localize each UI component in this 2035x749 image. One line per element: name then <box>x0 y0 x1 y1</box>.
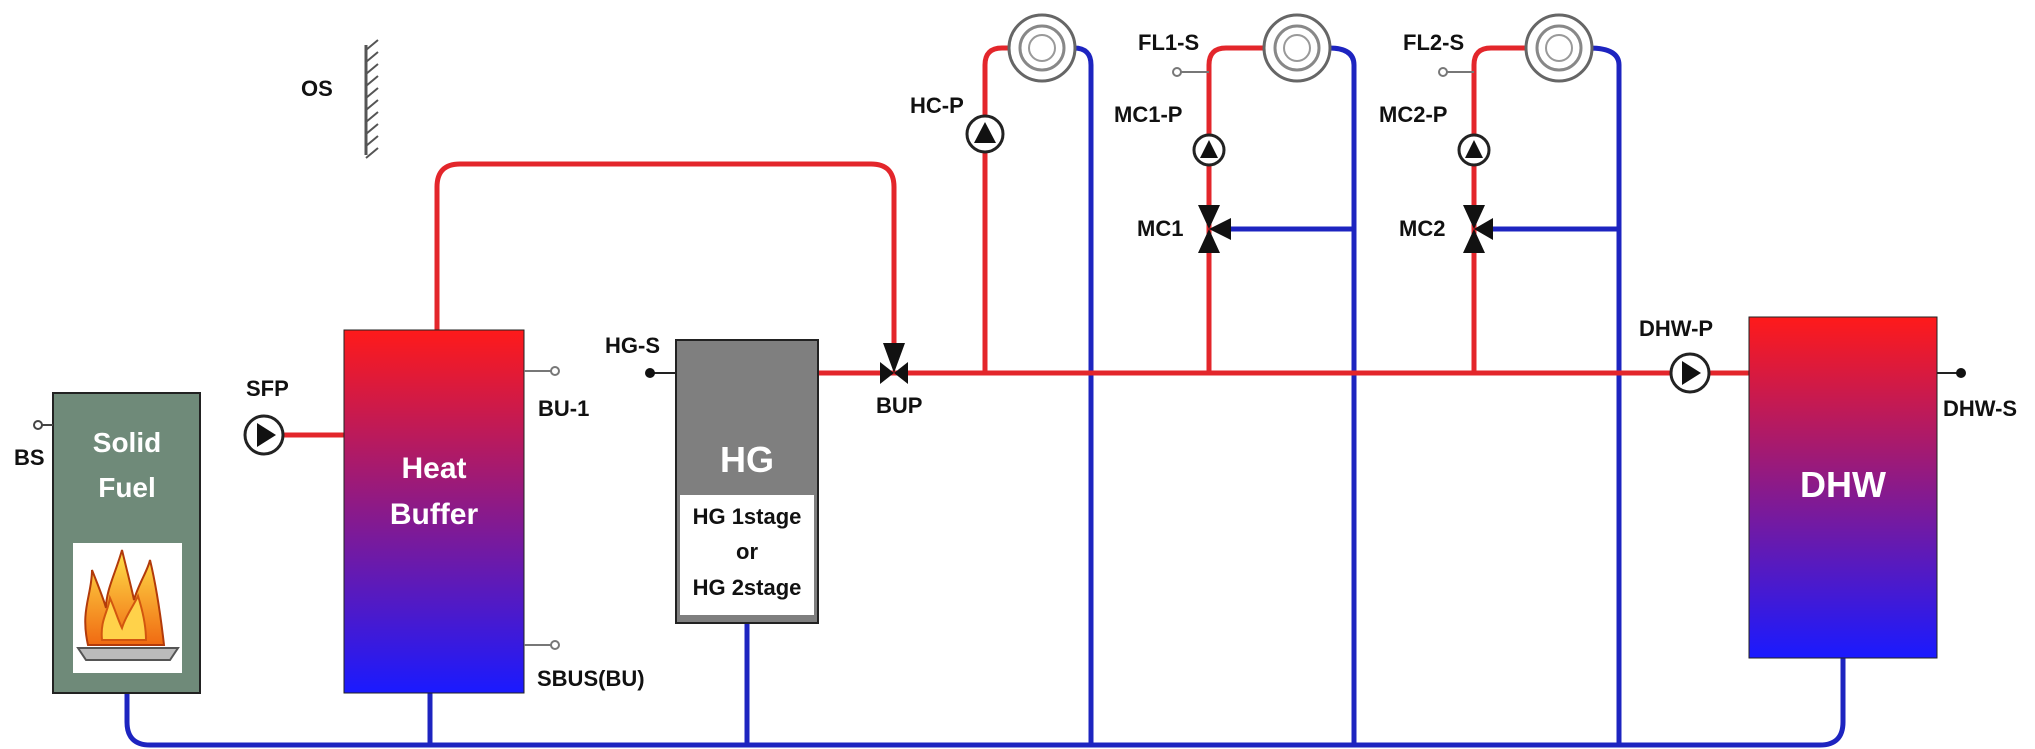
dhw-s-label: DHW-S <box>1943 396 2017 421</box>
outside-sensor: OS <box>301 39 379 159</box>
mc1-p-label: MC1-P <box>1114 102 1182 127</box>
hg-stage-panel <box>680 495 814 615</box>
mc1-valve-icon <box>1198 205 1231 253</box>
fl2-s-label: FL2-S <box>1403 30 1464 55</box>
bs-label: BS <box>14 445 45 470</box>
bup-valve-icon: BUP <box>876 343 922 418</box>
solid-fuel-boiler: Solid Fuel BS <box>14 392 201 694</box>
heat-buffer-label-line1: Heat <box>401 452 466 485</box>
flame-icon <box>76 549 180 661</box>
heat-buffer-tank: Heat Buffer BU-1 SBUS(BU) <box>343 329 645 694</box>
bup-label: BUP <box>876 393 922 418</box>
hc-p-label: HC-P <box>910 93 964 118</box>
fl1-s-label: FL1-S <box>1138 30 1199 55</box>
mc2-p-label: MC2-P <box>1379 102 1447 127</box>
dhw-tank: DHW DHW-S <box>1748 316 2017 659</box>
hg-stage2-label: HG 2stage <box>693 575 802 600</box>
mc1-label: MC1 <box>1137 216 1183 241</box>
hg-stage1-label: HG 1stage <box>693 504 802 529</box>
sbus-label: SBUS(BU) <box>537 666 645 691</box>
hg-label: HG <box>720 439 774 480</box>
solid-fuel-label-line1: Solid <box>93 427 161 458</box>
mixing-circuit-1: FL1-S MC1-P MC1 <box>1114 13 1332 253</box>
mixing-circuit-2: FL2-S MC2-P MC2 <box>1379 13 1594 253</box>
dhw-pump-icon: DHW-P <box>1639 316 1713 394</box>
heat-generator: HG HG 1stage or HG 2stage HG-S <box>605 333 819 624</box>
hg-or-label: or <box>736 539 758 564</box>
hg-s-label: HG-S <box>605 333 660 358</box>
mc2-valve-icon <box>1463 205 1493 253</box>
sfp-pump-icon: SFP <box>243 376 289 456</box>
mc2-label: MC2 <box>1399 216 1445 241</box>
return-pipes <box>124 45 1846 748</box>
solid-fuel-label-line2: Fuel <box>98 472 156 503</box>
heating-circuit-consumer-icon <box>1007 13 1077 83</box>
os-label: OS <box>301 76 333 101</box>
supply-pipes <box>277 45 1752 438</box>
sfp-label: SFP <box>246 376 289 401</box>
bu1-label: BU-1 <box>538 396 589 421</box>
dhw-label: DHW <box>1800 464 1886 505</box>
heat-buffer-label-line2: Buffer <box>390 498 479 531</box>
hc-pump-icon: HC-P <box>910 93 1005 154</box>
dhw-p-label: DHW-P <box>1639 316 1713 341</box>
